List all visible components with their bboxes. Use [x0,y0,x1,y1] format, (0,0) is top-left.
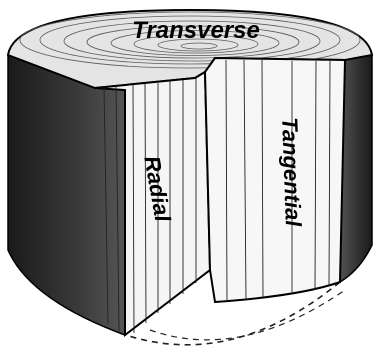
tangential-label: Tangential [277,117,306,228]
transverse-label: Transverse [132,17,260,44]
